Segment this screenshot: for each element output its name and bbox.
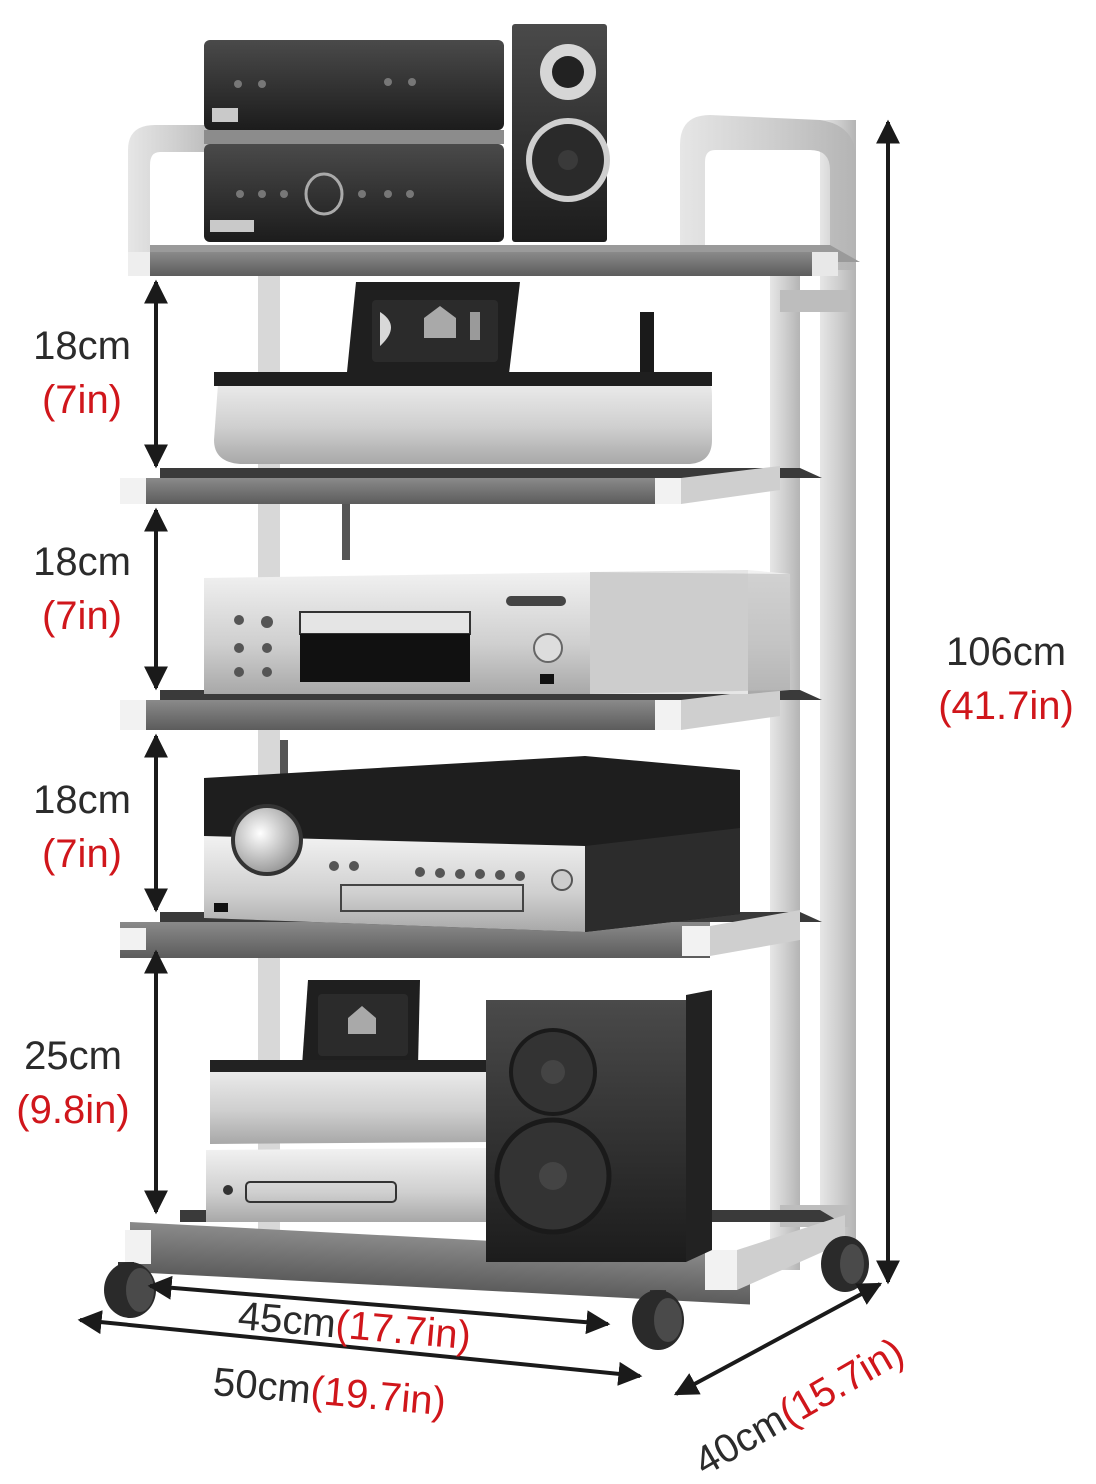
caster-back-right bbox=[821, 1236, 869, 1292]
overall-width-metric: 50cm bbox=[211, 1360, 313, 1413]
gap-3-imperial: (7in) bbox=[41, 832, 123, 876]
overall-width-arrow bbox=[77, 1310, 643, 1386]
gap-4-metric: 25cm bbox=[24, 1034, 122, 1078]
shelf-3 bbox=[120, 688, 822, 730]
tier-3-equipment bbox=[204, 570, 790, 694]
shelf-5 bbox=[125, 1210, 845, 1305]
shelf-1 bbox=[128, 245, 860, 276]
caster-front-left bbox=[104, 1262, 156, 1318]
shelf-2 bbox=[120, 466, 822, 504]
total-height-metric: 106cm bbox=[945, 630, 1067, 674]
shelf-width-metric: 45cm bbox=[236, 1294, 338, 1347]
total-height-imperial: (41.7in) bbox=[938, 684, 1074, 728]
gap-4-label: 25cm (9.8in) bbox=[0, 1036, 146, 1130]
tier-1-equipment bbox=[204, 24, 610, 242]
tier-4-equipment bbox=[204, 756, 740, 932]
gap-1-imperial: (7in) bbox=[41, 378, 123, 422]
audio-rack-illustration bbox=[77, 24, 900, 1396]
caster-front-right bbox=[632, 1290, 684, 1350]
caster-wheels bbox=[104, 1236, 869, 1350]
gap-3-metric: 18cm bbox=[33, 778, 131, 822]
tier-2-equipment bbox=[214, 282, 712, 464]
gap-3-label: 18cm (7in) bbox=[14, 780, 150, 874]
gap-2-label: 18cm (7in) bbox=[14, 542, 150, 636]
gap-1-label: 18cm (7in) bbox=[14, 326, 150, 420]
gap-4-imperial: (9.8in) bbox=[16, 1088, 130, 1132]
gap-2-imperial: (7in) bbox=[41, 594, 123, 638]
dimension-arrows bbox=[77, 119, 900, 1396]
tier-5-equipment bbox=[206, 980, 712, 1262]
gap-2-metric: 18cm bbox=[33, 540, 131, 584]
gap-1-metric: 18cm bbox=[33, 324, 131, 368]
total-height-label: 106cm (41.7in) bbox=[918, 632, 1094, 726]
depth-arrow bbox=[673, 1282, 883, 1396]
